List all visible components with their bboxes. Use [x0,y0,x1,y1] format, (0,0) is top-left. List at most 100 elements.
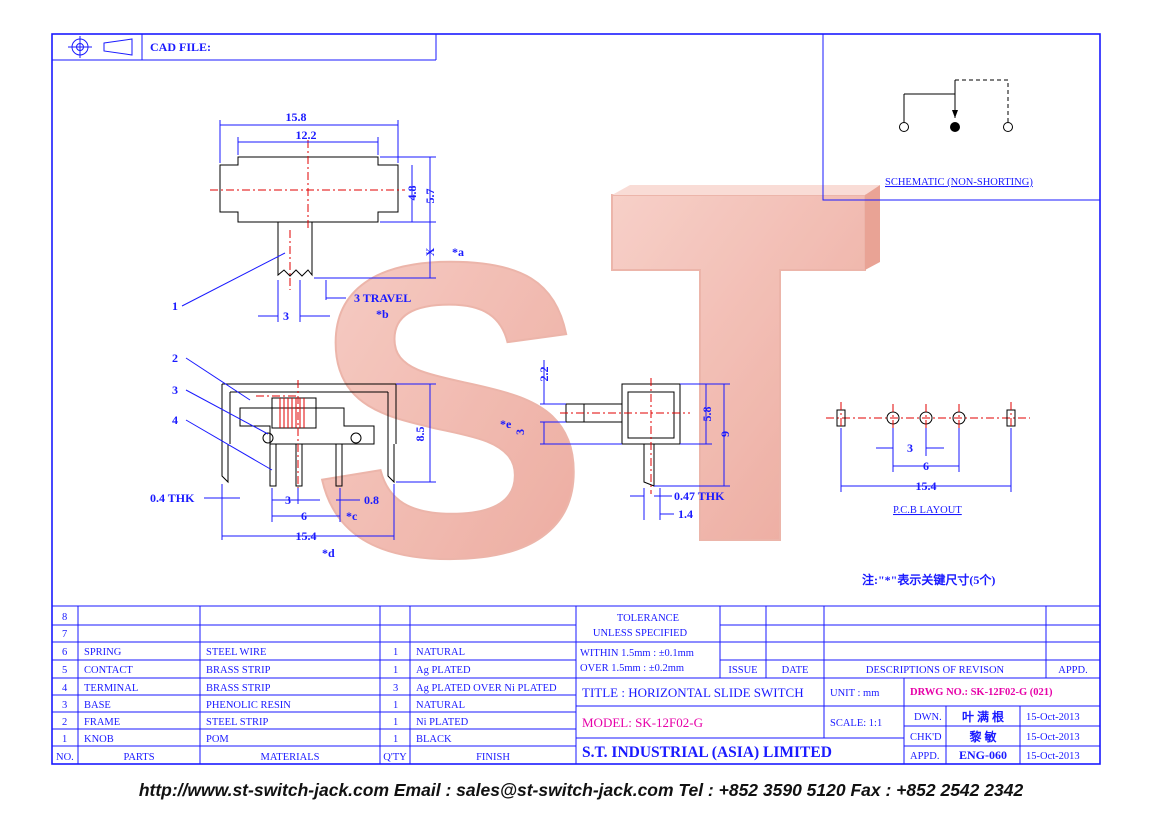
tolerance-subtitle: UNLESS SPECIFIED [593,628,688,639]
svg-text:NO.: NO. [56,752,74,763]
dim-0-47-thk: 0.47 THK [674,489,725,503]
schematic-symbol [899,79,1013,132]
dwn-label: DWN. [914,712,942,723]
svg-text:BRASS STRIP: BRASS STRIP [206,665,271,676]
dwn-date: 15-Oct-2013 [1026,712,1080,723]
model-number: MODEL: SK-12F02-G [582,715,703,730]
side-view [540,360,730,520]
svg-text:MATERIALS: MATERIALS [261,752,320,763]
drawing-title: TITLE : HORIZONTAL SLIDE SWITCH [582,685,804,700]
svg-text:1: 1 [393,700,398,711]
svg-text:SPRING: SPRING [84,647,122,658]
svg-text:NATURAL: NATURAL [416,700,465,711]
appd-label: APPD. [910,751,939,762]
title-block-grid [576,678,1100,764]
tolerance-over: OVER 1.5mm : ±0.2mm [580,663,684,674]
svg-text:Q'TY: Q'TY [383,752,407,763]
tolerance-title: TOLERANCE [617,613,679,624]
svg-text:FINISH: FINISH [476,752,510,763]
svg-text:STEEL WIRE: STEEL WIRE [206,647,266,658]
callout-4: 4 [172,413,178,427]
svg-text:S: S [310,176,590,645]
svg-text:1: 1 [393,647,398,658]
svg-text:Ag PLATED OVER Ni PLATED: Ag PLATED OVER Ni PLATED [416,683,557,694]
st-watermark-logo: S [309,175,880,646]
dim-3-travel: 3 TRAVEL [354,291,411,305]
dwn-name: 叶 满 根 [962,709,1004,724]
unit-label: UNIT : mm [830,688,879,699]
dim-1-4: 1.4 [678,507,693,521]
dim-4-8: 4.8 [405,186,419,201]
svg-text:1: 1 [393,717,398,728]
callout-2: 2 [172,351,178,365]
dim-2-2: 2.2 [537,367,551,382]
pcb-dim-3: 3 [907,441,913,455]
key-dimension-note: 注:"*"表示关键尺寸(5个) [862,572,995,587]
svg-text:1: 1 [393,734,398,745]
rev-issue-header: ISSUE [728,665,757,676]
dim-12-2: 12.2 [296,128,317,142]
dim-star-b: *b [376,307,389,321]
dim-9: 9 [718,431,732,437]
svg-text:5: 5 [62,665,67,676]
chkd-date: 15-Oct-2013 [1026,732,1080,743]
svg-text:3: 3 [62,700,67,711]
dim-star-d: *d [322,546,335,560]
cad-file-label: CAD FILE: [150,40,211,54]
svg-text:BRASS STRIP: BRASS STRIP [206,683,271,694]
dim-0-4-thk: 0.4 THK [150,491,195,505]
dim-x: X [423,247,437,256]
dim-star-c: *c [346,509,358,523]
svg-text:3: 3 [393,683,398,694]
pcb-dim-15-4: 15.4 [916,479,937,493]
svg-text:CONTACT: CONTACT [84,665,133,676]
bom-table [52,605,1100,764]
svg-text:2: 2 [62,717,67,728]
callout-1: 1 [172,299,178,313]
schematic-caption: SCHEMATIC (NON-SHORTING) [885,177,1033,188]
dim-star-a: *a [452,245,464,259]
drawing-number: DRWG NO.: SK-12F02-G (021) [910,687,1053,698]
dim-6-front: 6 [301,509,307,523]
svg-text:KNOB: KNOB [84,734,114,745]
svg-text:7: 7 [62,629,67,640]
svg-text:4: 4 [62,683,68,694]
svg-text:TERMINAL: TERMINAL [84,683,138,694]
svg-text:Ag PLATED: Ag PLATED [416,665,471,676]
appd-name: ENG-060 [959,748,1007,762]
dim-3-top: 3 [283,309,289,323]
bom-rows: 8 7 6 SPRING STEEL WIRE 1 NATURAL 5 CONT… [62,612,557,745]
svg-text:POM: POM [206,734,229,745]
svg-text:BASE: BASE [84,700,111,711]
dim-3-front: 3 [285,493,291,507]
rev-desc-header: DESCRIPTIONS OF REVISON [866,665,1005,676]
svg-text:PHENOLIC RESIN: PHENOLIC RESIN [206,700,291,711]
company-name: S.T. INDUSTRIAL (ASIA) LIMITED [582,744,832,761]
svg-text:FRAME: FRAME [84,717,120,728]
svg-text:8: 8 [62,612,67,623]
chkd-label: CHK'D [910,732,942,743]
dim-star-e: *e [500,417,512,431]
dim-3-side: 3 [513,429,527,435]
dim-15-4-front: 15.4 [296,529,317,543]
svg-text:PARTS: PARTS [123,752,154,763]
top-view [181,120,436,322]
svg-text:BLACK: BLACK [416,734,452,745]
svg-text:Ni PLATED: Ni PLATED [416,717,469,728]
tolerance-within: WITHIN 1.5mm : ±0.1mm [580,648,694,659]
dim-5-8: 5.8 [700,407,714,422]
callout-3: 3 [172,383,178,397]
dim-15-8: 15.8 [286,110,307,124]
rev-appd-header: APPD. [1058,665,1087,676]
front-view [185,357,436,540]
chkd-name: 黎 敏 [969,729,997,744]
svg-text:6: 6 [62,647,67,658]
dim-0-8: 0.8 [364,493,379,507]
dim-8-5: 8.5 [413,427,427,442]
rev-date-header: DATE [782,665,809,676]
revision-grid [576,606,1100,679]
svg-text:1: 1 [393,665,398,676]
projection-symbol-icon [68,36,133,58]
svg-text:STEEL STRIP: STEEL STRIP [206,717,268,728]
svg-text:NATURAL: NATURAL [416,647,465,658]
